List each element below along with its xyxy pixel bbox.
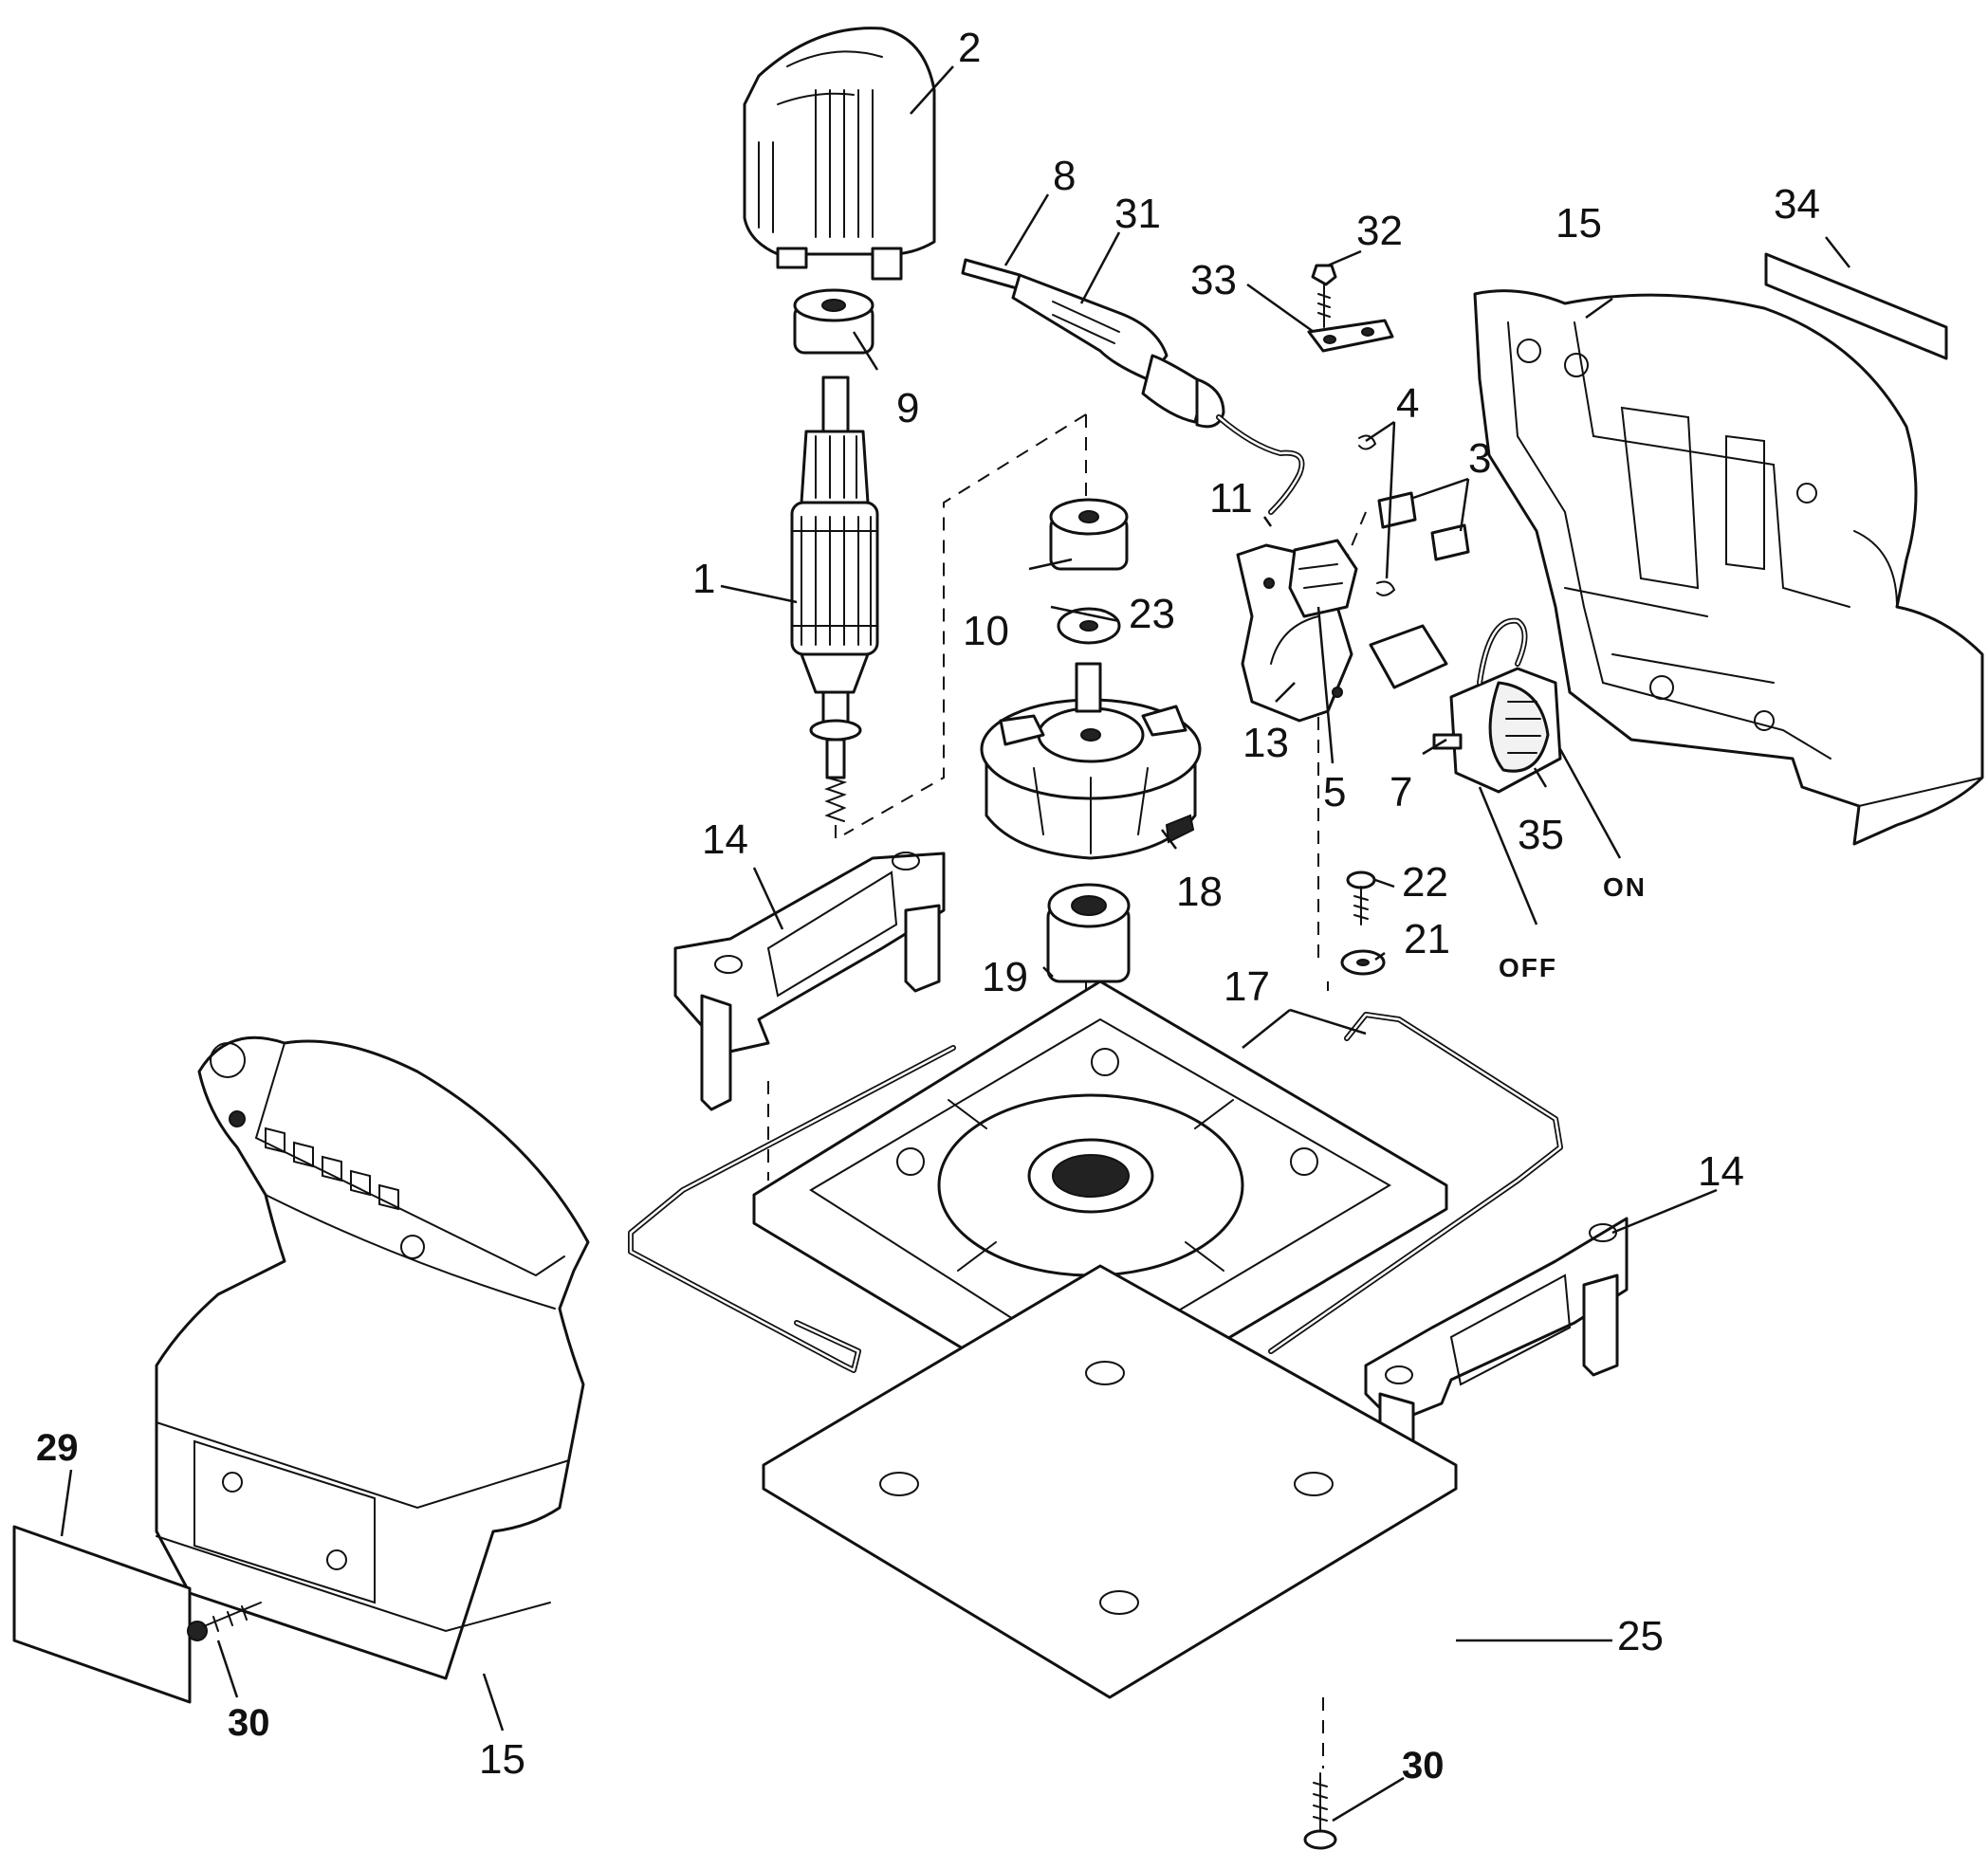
callout-11: 11 [1209,475,1253,522]
bearing-10 [1049,498,1129,571]
switch-assembly [1432,617,1562,794]
leader-lines [60,65,1850,1823]
callout-15-bottom: 15 [479,1736,525,1783]
foot-left [673,852,946,1111]
callout-34: 34 [1774,181,1820,228]
callout-labels: 2 8 31 32 33 15 34 9 4 3 11 1 10 23 13 5… [36,25,1820,1787]
callout-1: 1 [692,556,715,602]
switch-on-label: ON [1603,872,1647,902]
callout-35: 35 [1518,812,1564,858]
callout-32: 32 [1356,208,1403,254]
callout-7: 7 [1390,769,1412,815]
callout-25: 25 [1617,1613,1664,1659]
callout-14-left: 14 [702,816,748,863]
fan [980,662,1202,860]
callout-21: 21 [1404,916,1450,962]
housing-right [1473,289,1984,846]
bearing-19 [1046,883,1131,983]
screw-30-pad [1303,1772,1337,1850]
cord-clamp [1307,264,1394,353]
screw-22 [1346,870,1376,925]
callout-3: 3 [1468,435,1491,482]
callout-30-housing: 30 [228,1702,270,1744]
wire-springs [628,1012,1563,1373]
armature [790,376,879,844]
callout-2: 2 [958,25,981,71]
callout-14-right: 14 [1698,1148,1744,1195]
bearing-9 [793,288,874,355]
carbon-brushes [1358,434,1470,596]
callout-30-pad: 30 [1402,1745,1445,1787]
callout-17: 17 [1224,963,1270,1010]
callout-8: 8 [1053,153,1076,199]
sanding-pad [762,1264,1458,1699]
label-34 [1764,252,1948,360]
callout-22: 22 [1402,859,1448,906]
field-stator [743,27,936,281]
screw-30-housing [187,1602,262,1641]
callout-9: 9 [896,385,919,431]
callout-15-top: 15 [1555,200,1602,247]
callout-10: 10 [963,608,1009,654]
washer-21 [1340,949,1386,976]
callout-29: 29 [36,1427,79,1469]
platen-base [752,980,1448,1424]
switch-off-label: OFF [1499,953,1557,982]
label-29 [12,1525,192,1704]
callout-18: 18 [1176,869,1223,915]
callout-19: 19 [982,954,1028,1000]
housing-left [155,1035,590,1680]
callout-4: 4 [1396,380,1419,427]
callout-31: 31 [1114,191,1161,237]
callout-33: 33 [1190,257,1237,303]
callout-5: 5 [1323,769,1346,815]
callout-23: 23 [1129,591,1175,637]
brush-holder-plate [1236,539,1448,723]
power-cord [961,258,1305,515]
callout-13: 13 [1242,720,1289,766]
